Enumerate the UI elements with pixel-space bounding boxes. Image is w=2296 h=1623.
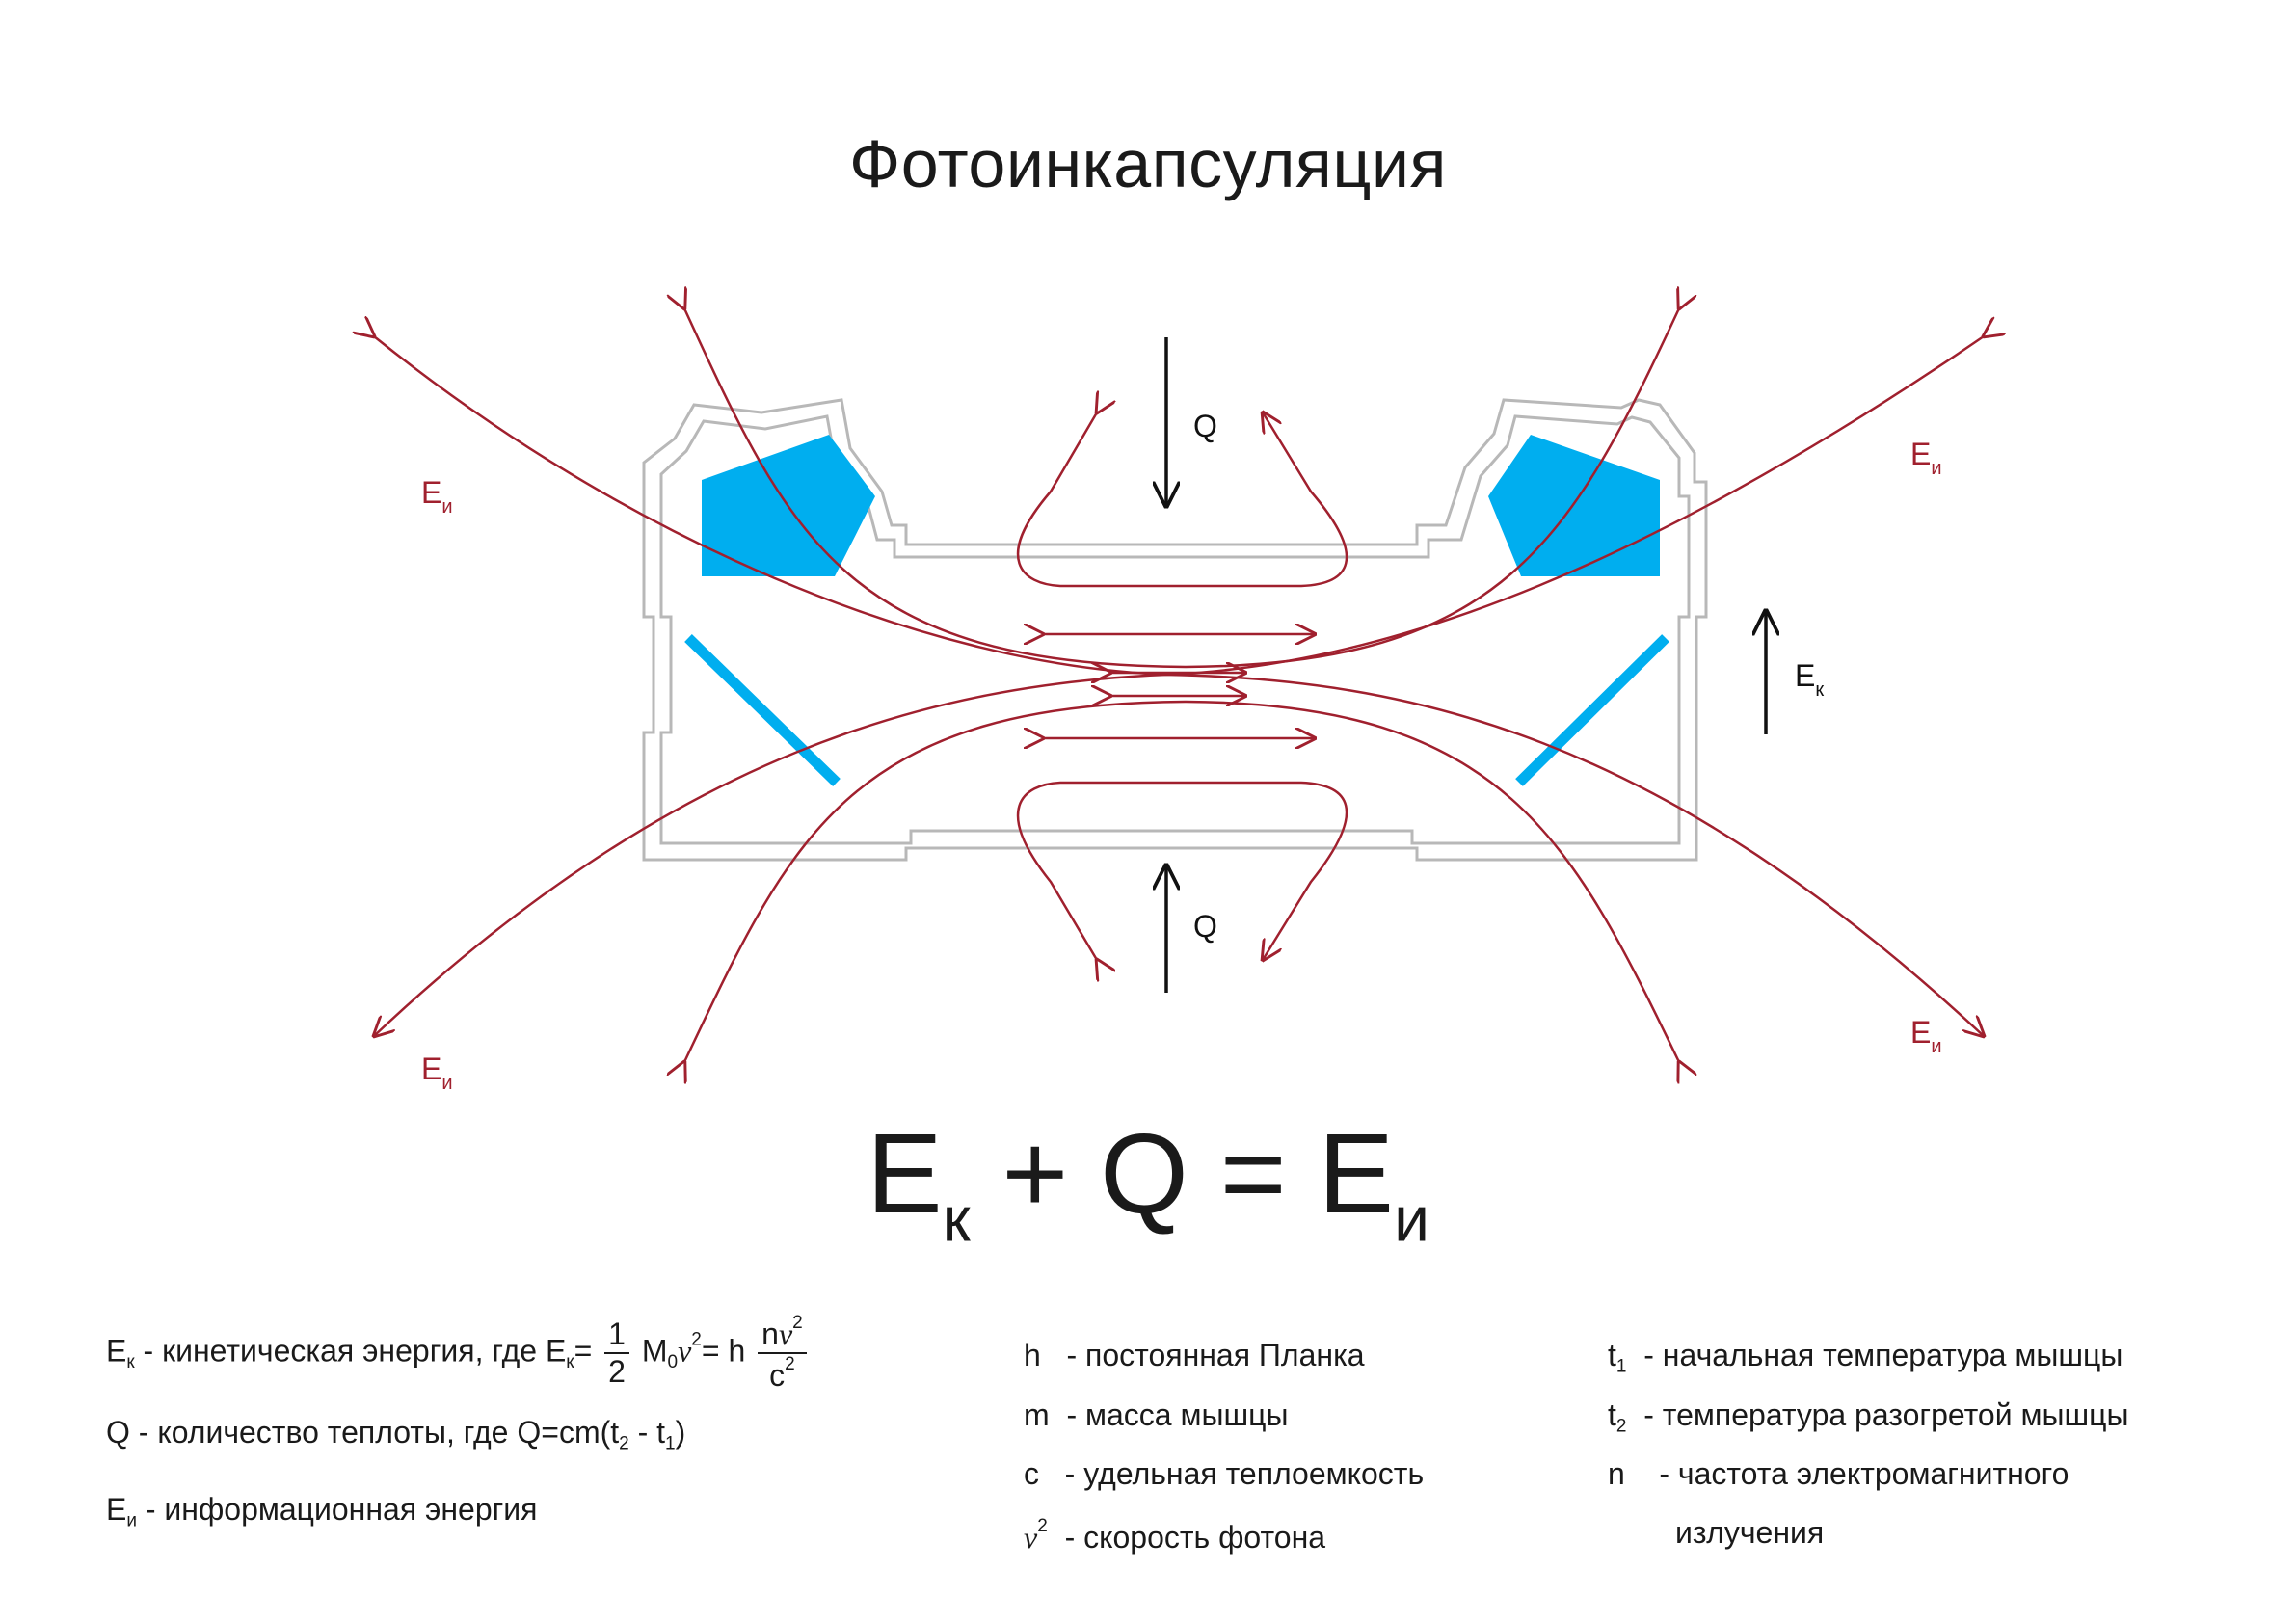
flux-line-bottom-left-steep (684, 700, 1187, 1062)
legend-t2-row: t2 - температура разогретой мышцы (1608, 1397, 2129, 1437)
eq-q: Q (1100, 1110, 1188, 1237)
eq-e2: E (1318, 1110, 1395, 1237)
flux-line-upper-left-to-lower-right (374, 336, 1984, 1036)
flux-loop-bottom (1016, 781, 1348, 960)
blue-elements (684, 435, 1669, 786)
page-title: Фотоинкапсуляция (849, 126, 1447, 201)
q-label-top: Q (1193, 409, 1217, 443)
flux-loop-top (1016, 412, 1348, 588)
flux-line-top-right-steep (1185, 308, 1679, 669)
legend-m-row: m - масса мышцы (1024, 1397, 1289, 1432)
legend-n-row: n - частота электромагнитного (1608, 1456, 2069, 1491)
ei-label-lower-left: Eи (421, 1051, 453, 1094)
black-arrows (1166, 337, 1766, 993)
eq-i-sub: и (1394, 1183, 1429, 1255)
eq-plus: + (1001, 1110, 1069, 1237)
q-label-bottom: Q (1193, 909, 1217, 944)
ei-label-upper-left: Eи (421, 475, 453, 518)
blue-bar-right (1515, 634, 1669, 786)
eq-e: E (866, 1110, 943, 1237)
legend-ei-row: Eи - информационная энергия (106, 1492, 538, 1531)
flux-line-bottom-right-steep (1185, 700, 1679, 1062)
blue-polygon-right (1488, 435, 1660, 576)
legend-t1-row: t1 - начальная температура мышцы (1608, 1338, 2123, 1377)
flux-line-top-left-steep (684, 308, 1187, 669)
eq-k-sub: к (942, 1183, 971, 1255)
ek-label: Eк (1795, 658, 1824, 701)
ei-label-lower-right: Eи (1910, 1015, 1942, 1057)
legend-h-row: h - постоянная Планка (1024, 1338, 1365, 1372)
flux-lines (374, 308, 1984, 1062)
legend-v-row: v2 - скорость фотона (1024, 1516, 1326, 1556)
legend-c-row: c - удельная теплоемкость (1024, 1456, 1425, 1491)
blue-bar-left (684, 634, 841, 786)
main-equation: Eк + Q = Eи (0, 1108, 2296, 1256)
flux-line-upper-right-to-lower-left (374, 336, 1984, 1036)
legend-q-row: Q - количество теплоты, где Q=cm(t2 - t1… (106, 1415, 686, 1454)
eq-equals: = (1219, 1110, 1287, 1237)
ei-label-upper-right: Eи (1910, 437, 1942, 479)
legend-n-row-continued: излучения (1675, 1515, 1825, 1550)
